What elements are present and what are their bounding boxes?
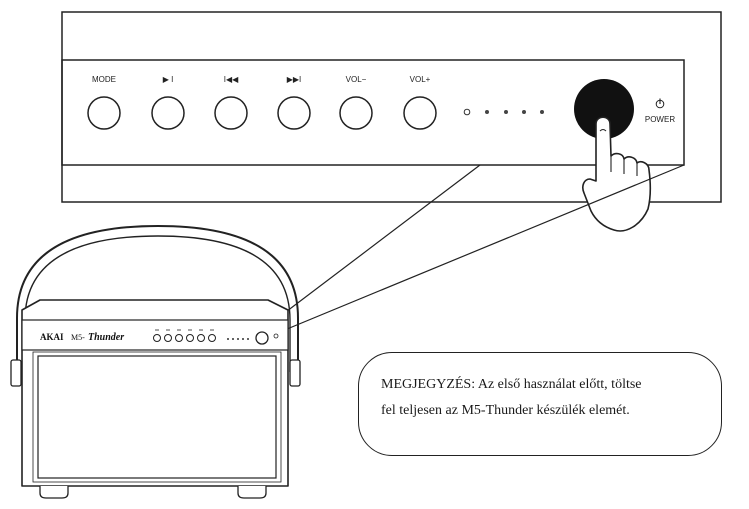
note-line-1: MEGJEGYZÉS: Az első használat előtt, töl…	[381, 377, 642, 392]
previous-button[interactable]: I◀◀	[214, 75, 248, 130]
callout-lines	[261, 164, 685, 335]
model-number: M5-	[71, 333, 85, 342]
previous-label: I◀◀	[224, 75, 239, 84]
mode-button[interactable]: MODE	[87, 75, 121, 130]
panel-buttons: MODE ▶ I I◀◀ ▶▶I VOL− VOL+	[87, 75, 437, 130]
pointing-hand-icon	[582, 116, 652, 232]
zoomed-panel	[61, 11, 722, 203]
brand-logo: AKAI	[40, 332, 64, 342]
play-pause-button[interactable]: ▶ I	[151, 75, 185, 130]
volume-down-button[interactable]: VOL−	[339, 75, 373, 130]
volume-down-label: VOL−	[346, 75, 367, 84]
volume-up-label: VOL+	[410, 75, 431, 84]
mode-label: MODE	[92, 75, 116, 84]
note-box: MEGJEGYZÉS: Az első használat előtt, töl…	[358, 352, 722, 456]
power-label: POWER	[645, 115, 675, 124]
next-button[interactable]: ▶▶I	[277, 75, 311, 130]
volume-up-button[interactable]: VOL+	[403, 75, 437, 130]
next-label: ▶▶I	[287, 75, 302, 84]
speaker-branding: AKAI M5- Thunder	[40, 332, 124, 343]
speaker-body	[21, 299, 289, 499]
speaker-handle	[10, 224, 301, 387]
note-line-2: fel teljesen az M5-Thunder készülék elem…	[381, 403, 630, 418]
play-pause-label: ▶ I	[163, 75, 174, 84]
speaker-mini-controls	[153, 329, 279, 345]
power-button[interactable]	[574, 79, 634, 139]
model-script-logo: Thunder	[88, 332, 124, 343]
led-indicators	[463, 108, 544, 116]
power-icon	[655, 98, 665, 109]
